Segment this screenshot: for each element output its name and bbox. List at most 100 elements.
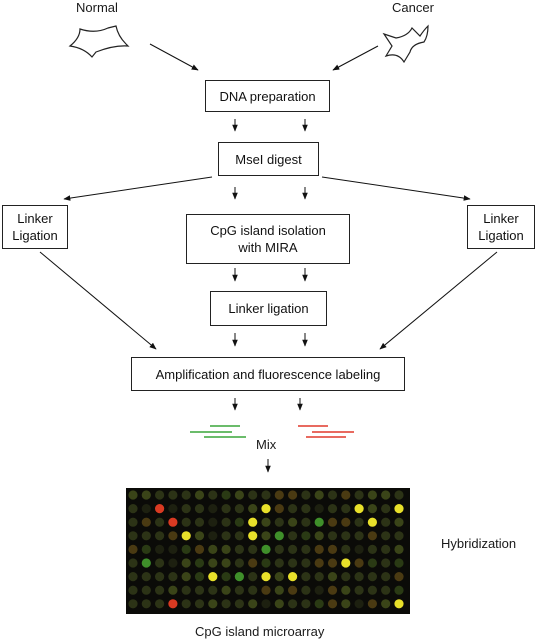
array-spot: [141, 585, 151, 595]
array-spot: [261, 544, 271, 554]
array-spot: [394, 490, 404, 500]
array-spot: [168, 599, 178, 609]
array-spot: [234, 572, 244, 582]
array-spot: [221, 490, 231, 500]
array-spot: [301, 517, 311, 527]
array-spot: [234, 517, 244, 527]
array-spot: [341, 490, 351, 500]
array-spot: [341, 599, 351, 609]
linker-ligation-label: Linker ligation: [228, 301, 309, 316]
array-spot: [221, 531, 231, 541]
array-spot: [261, 504, 271, 514]
array-spot: [327, 490, 338, 500]
array-spot: [221, 517, 231, 527]
array-spot: [181, 490, 191, 500]
array-spot: [394, 572, 404, 582]
array-spot: [248, 517, 258, 527]
array-spot: [234, 585, 244, 595]
array-spot: [381, 558, 391, 568]
array-spot: [155, 531, 165, 541]
array-spot: [354, 517, 364, 527]
array-spot: [261, 558, 271, 568]
array-spot: [341, 531, 351, 541]
array-spot: [327, 572, 338, 582]
array-spot: [234, 544, 244, 554]
array-spot: [128, 585, 138, 595]
array-spot: [288, 490, 298, 500]
array-spot: [394, 531, 404, 541]
array-spot: [248, 558, 258, 568]
red-probe-strands: [298, 425, 354, 438]
array-spot: [155, 490, 165, 500]
array-spot: [274, 504, 284, 514]
array-spot: [234, 490, 244, 500]
mix-label: Mix: [256, 437, 277, 452]
array-spot: [168, 531, 178, 541]
array-spot: [155, 599, 165, 609]
array-spot: [288, 517, 298, 527]
hybridization-label: Hybridization: [441, 536, 517, 551]
array-spot: [168, 558, 178, 568]
array-spot: [367, 599, 377, 609]
array-spot: [367, 544, 377, 554]
array-spot: [301, 504, 311, 514]
dna-preparation-box: DNA preparation: [205, 80, 330, 112]
array-spot: [261, 585, 271, 595]
array-spot: [367, 558, 377, 568]
array-spot: [261, 599, 271, 609]
array-spot: [155, 558, 165, 568]
cpg-island-isolation-box: CpG island isolation with MIRA: [186, 214, 350, 264]
array-spot: [141, 517, 151, 527]
array-spot: [301, 572, 311, 582]
array-spot: [155, 544, 165, 554]
linker-ligation-right-box: Linker Ligation: [467, 205, 535, 249]
array-spot: [261, 490, 271, 500]
array-spot: [274, 572, 284, 582]
array-spot: [314, 531, 324, 541]
array-spot: [221, 572, 231, 582]
array-spot: [141, 531, 151, 541]
array-spot: [208, 544, 218, 554]
array-spot: [234, 599, 244, 609]
array-spot: [301, 585, 311, 595]
array-spot: [248, 585, 258, 595]
array-spot: [394, 558, 404, 568]
array-spot: [354, 531, 364, 541]
array-spot: [314, 585, 324, 595]
array-spot: [168, 572, 178, 582]
array-spot: [314, 544, 324, 554]
array-spot: [141, 558, 151, 568]
array-spot: [194, 490, 205, 500]
array-spot: [128, 531, 138, 541]
array-spot: [288, 572, 298, 582]
array-spot: [128, 572, 138, 582]
microarray-spots: [128, 490, 404, 609]
array-spot: [208, 490, 218, 500]
array-spot: [181, 572, 191, 582]
array-spot: [341, 504, 351, 514]
array-spot: [314, 599, 324, 609]
msei-digest-box: MseI digest: [218, 142, 319, 176]
array-spot: [354, 585, 364, 595]
array-spot: [274, 531, 284, 541]
array-spot: [208, 531, 218, 541]
array-spot: [155, 517, 165, 527]
normal-label: Normal: [76, 0, 118, 15]
array-spot: [394, 599, 404, 609]
array-spot: [234, 531, 244, 541]
arrow-msei-to-left-linker: [63, 176, 213, 201]
array-spot: [128, 599, 138, 609]
array-spot: [381, 490, 391, 500]
green-probe-strands: [190, 425, 246, 438]
array-spot: [274, 599, 284, 609]
array-spot: [394, 544, 404, 554]
array-spot: [194, 531, 205, 541]
cancer-cell-icon: [382, 24, 429, 64]
linker-left-line2: Ligation: [12, 228, 58, 243]
array-spot: [208, 558, 218, 568]
array-spot: [141, 572, 151, 582]
array-spot: [288, 544, 298, 554]
array-spot: [261, 517, 271, 527]
array-spot: [381, 599, 391, 609]
array-spot: [314, 558, 324, 568]
